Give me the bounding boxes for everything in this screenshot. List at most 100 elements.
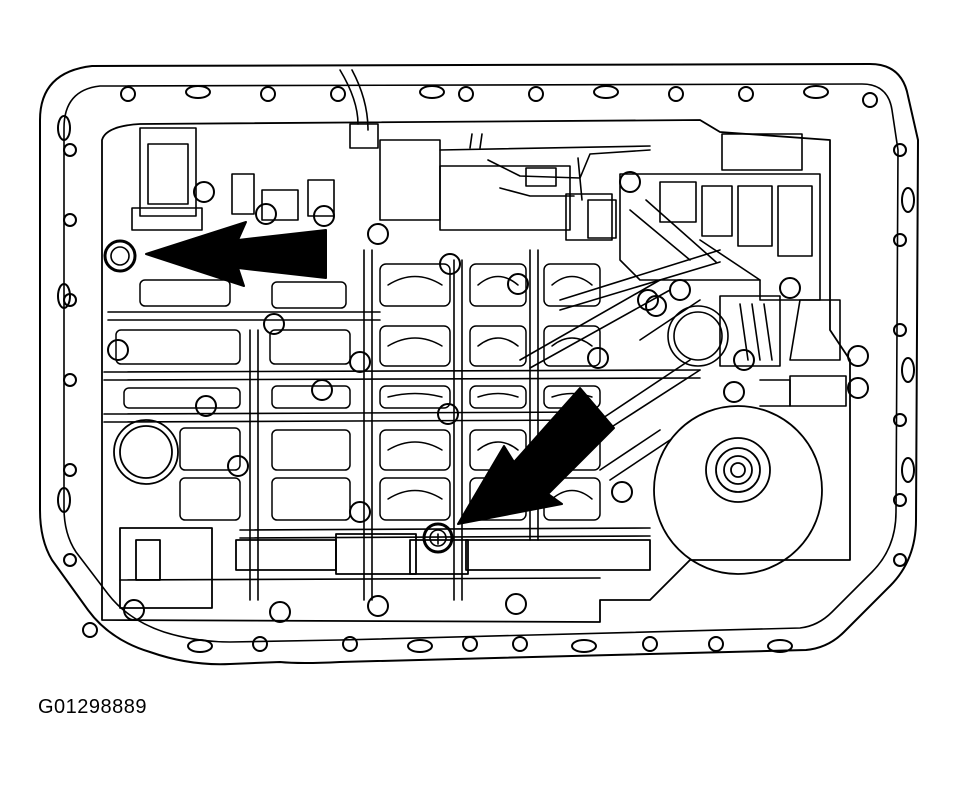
bolt-icon <box>105 241 135 271</box>
channel-cell <box>272 430 350 470</box>
bolt-hole <box>646 296 666 316</box>
channel-cell <box>180 428 240 470</box>
gasket-hole <box>121 87 135 101</box>
bolt-hole <box>264 314 284 334</box>
fluid-galleries <box>104 312 700 580</box>
channel-contour <box>552 338 592 346</box>
perimeter-bolt-holes <box>58 86 914 652</box>
gasket-slot <box>804 86 828 98</box>
bolt-hole <box>196 396 216 416</box>
channel-cell <box>380 478 450 520</box>
gasket-hole <box>463 637 477 651</box>
gasket-hole <box>863 93 877 107</box>
bolt-hole <box>848 346 868 366</box>
gasket-hole <box>343 637 357 651</box>
channel-contour <box>552 491 592 500</box>
channel-grid <box>250 250 538 600</box>
bolt-hole <box>620 172 640 192</box>
channel-cell <box>270 330 350 364</box>
channel-cell <box>470 264 526 306</box>
gasket-hole <box>331 87 345 101</box>
bolt-hole <box>508 274 528 294</box>
gasket-slot <box>768 640 792 652</box>
left-accumulator <box>114 420 178 484</box>
upper-right-lattice <box>620 134 840 360</box>
solenoid-assembly <box>132 70 650 240</box>
gasket-hole <box>64 374 76 386</box>
gasket-hole <box>64 214 76 226</box>
gasket-hole <box>253 637 267 651</box>
channel-contour <box>552 277 592 286</box>
channel-cell <box>380 430 450 470</box>
channel-contour <box>478 277 518 286</box>
gasket-slot <box>902 358 914 382</box>
channel-cell <box>380 326 450 366</box>
bolt-hole <box>734 350 754 370</box>
gasket-slot <box>902 188 914 212</box>
channel-contour <box>388 338 442 346</box>
bolt-hole <box>194 182 214 202</box>
bolt-hole <box>612 482 632 502</box>
channel-contour <box>388 491 442 500</box>
gasket-slot <box>188 640 212 652</box>
channel-cell <box>272 282 346 308</box>
valve-body-plate <box>102 120 850 622</box>
bolt-hole <box>350 502 370 522</box>
gasket-slot <box>594 86 618 98</box>
figure-id-caption: G01298889 <box>38 696 148 718</box>
channel-cell <box>470 326 526 366</box>
gasket-hole <box>459 87 473 101</box>
channel-cell <box>272 386 350 408</box>
gasket-slot <box>408 640 432 652</box>
channel-contour <box>388 277 442 286</box>
bolt-hole <box>724 382 744 402</box>
gasket-hole <box>513 637 527 651</box>
gasket-hole <box>894 554 906 566</box>
gasket-hole <box>64 464 76 476</box>
lower-spool-bar <box>120 528 650 608</box>
channel-contour <box>478 338 518 346</box>
channel-cell <box>272 478 350 520</box>
gasket-hole <box>529 87 543 101</box>
gasket-slot <box>58 284 70 308</box>
bolt-hole <box>368 596 388 616</box>
gasket-hole <box>894 414 906 426</box>
channel-cell <box>470 386 526 408</box>
interior-bolt-holes <box>108 172 868 622</box>
gasket-hole <box>894 324 906 336</box>
bolt-hole <box>350 352 370 372</box>
bolt-hole <box>312 380 332 400</box>
bolt-hole <box>228 456 248 476</box>
bolt-hole <box>670 280 690 300</box>
bolt-hole <box>506 594 526 614</box>
channel-cell <box>380 264 450 306</box>
bolt-hole <box>440 254 460 274</box>
gasket-hole <box>64 144 76 156</box>
gasket-hole <box>669 87 683 101</box>
gasket-slot <box>186 86 210 98</box>
gasket-hole <box>894 234 906 246</box>
channel-contour <box>552 394 592 398</box>
gasket-slot <box>902 458 914 482</box>
bolt-hole <box>256 204 276 224</box>
gasket-hole <box>83 623 97 637</box>
channel-cell <box>116 330 240 364</box>
bolt-hole <box>108 340 128 360</box>
gasket-slot <box>420 86 444 98</box>
gasket-hole <box>643 637 657 651</box>
bolt-hole <box>588 348 608 368</box>
accumulator-piston <box>668 296 846 406</box>
channel-contour <box>388 442 442 450</box>
channel-cell <box>140 280 230 306</box>
bolt-hole <box>314 206 334 226</box>
channel-contour <box>388 394 442 398</box>
channel-cell <box>180 478 240 520</box>
target-bolt-left <box>105 241 135 271</box>
target-bolt-lower <box>424 524 452 552</box>
bolt-hole <box>848 378 868 398</box>
gasket-slot <box>572 640 596 652</box>
gasket-hole <box>894 144 906 156</box>
bolt-hole <box>368 224 388 244</box>
gasket-slot <box>58 116 70 140</box>
